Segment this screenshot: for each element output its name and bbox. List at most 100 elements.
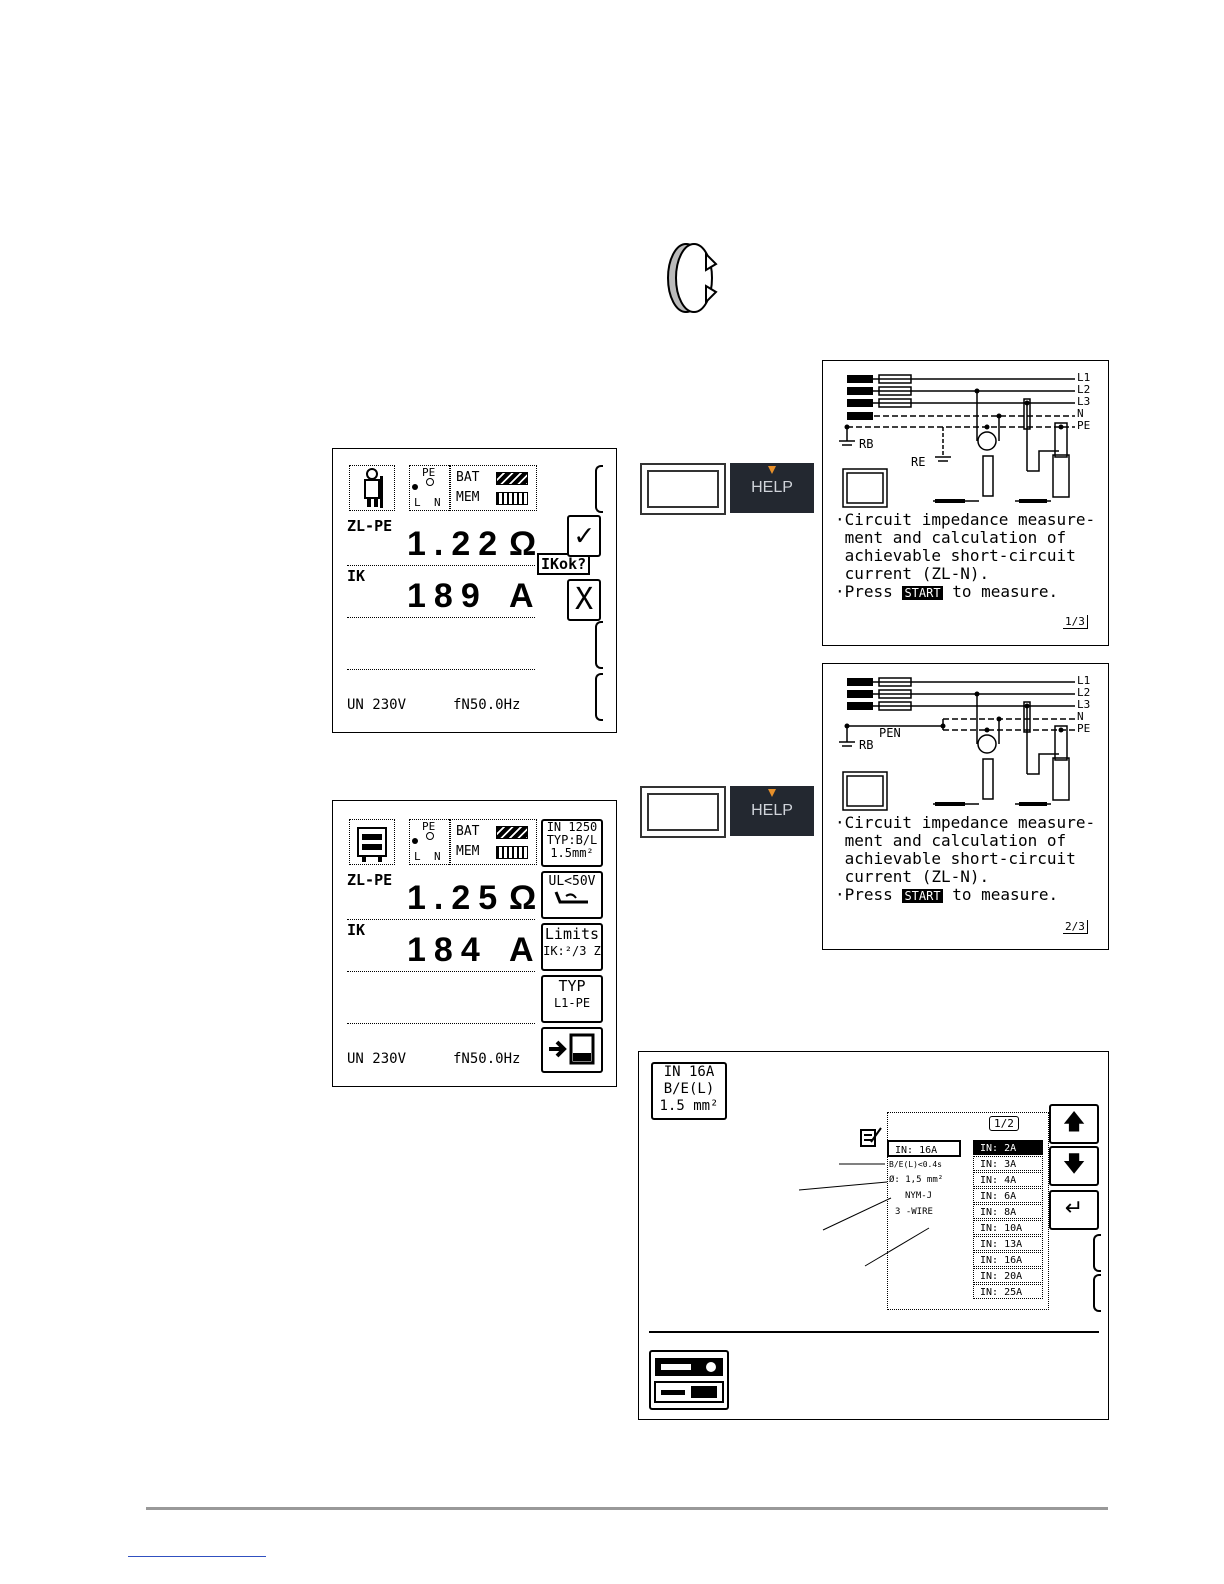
softkey-bracket[interactable]	[1093, 1274, 1101, 1312]
fuse-rating: IN 1250	[546, 820, 598, 834]
help-text-measure: to measure.	[942, 885, 1059, 904]
fuse-selection-panel: IN 16A B/E(L) 1.5 mm² 1/2 IN: 16A B/E(L)…	[638, 1051, 1109, 1420]
l-label: L	[414, 496, 421, 509]
list-item-selected[interactable]: IN: 2A	[973, 1140, 1043, 1155]
ul-limit-label: UL<50V	[548, 874, 596, 889]
battery-icon	[496, 826, 528, 839]
help-arrow-icon	[768, 466, 776, 474]
selection-list-area	[887, 1112, 1049, 1310]
start-key-label: START	[902, 586, 943, 600]
list-item[interactable]: IN: 8A	[973, 1204, 1043, 1219]
separator	[347, 919, 535, 920]
re-label: RE	[911, 455, 926, 469]
nominal-voltage: UN 230V	[347, 697, 407, 713]
battery-icon	[496, 472, 528, 485]
pe-label: PE	[422, 820, 436, 833]
list-item[interactable]: IN: 16A	[973, 1252, 1043, 1267]
ikok-label: IKok?	[541, 555, 587, 573]
mem-label: MEM	[456, 844, 480, 859]
help-text-press: ·Press	[835, 582, 903, 601]
list-item[interactable]: IN: 6A	[973, 1188, 1043, 1203]
reject-button[interactable]: X	[567, 579, 601, 621]
nominal-voltage: UN 230V	[347, 1051, 407, 1067]
help-key-2[interactable]: HELP	[730, 786, 814, 836]
memory-icon	[496, 846, 528, 859]
zlpe-label: ZL-PE	[347, 871, 393, 889]
list-item[interactable]: IN: 20A	[973, 1268, 1043, 1283]
fuse-type: TYP:B/L	[546, 833, 598, 847]
current-cable-type: NYM-J	[905, 1191, 933, 1201]
softkey-bracket-1[interactable]	[595, 465, 603, 513]
list-item[interactable]: IN: 13A	[973, 1236, 1043, 1251]
ik-label: IK	[347, 567, 366, 585]
current-wire-count: 3 -WIRE	[895, 1207, 933, 1217]
help-text-line-4: current (ZL-N).	[835, 867, 990, 886]
fuse-type-button[interactable]: IN 1250 TYP:B/L 1.5mm²	[541, 819, 603, 867]
softkey-bracket-3[interactable]	[595, 621, 603, 669]
list-item[interactable]: IN: 4A	[973, 1172, 1043, 1187]
list-item[interactable]: IN: 3A	[973, 1156, 1043, 1171]
l1-label: L1	[1077, 674, 1091, 687]
separator	[347, 971, 535, 972]
circuit-diagram-tn-c	[839, 677, 1075, 811]
current-fuse-type: B/E(L)<0.4s	[889, 1160, 942, 1169]
test-type-label: TYP	[558, 977, 586, 995]
l3-label: L3	[1077, 395, 1091, 408]
key-button-1[interactable]	[640, 463, 726, 515]
arrow-down-icon: 🡇	[1062, 1152, 1086, 1177]
rb-label: RB	[859, 437, 874, 451]
store-arrow-icon	[549, 1033, 595, 1065]
limits-label: Limits	[544, 925, 600, 943]
fuse-parameter-button[interactable]: IN 16A B/E(L) 1.5 mm²	[651, 1062, 727, 1120]
help-text-line-4: current (ZL-N).	[835, 564, 990, 583]
separator	[347, 1023, 535, 1024]
connection-circle-icon	[426, 478, 434, 486]
connection-icon-box: PE L N	[409, 819, 451, 865]
softkey-bracket-4[interactable]	[595, 673, 603, 721]
n-label: N	[434, 496, 441, 509]
help-key-1[interactable]: HELP	[730, 463, 814, 513]
help-key-label: HELP	[751, 802, 793, 819]
rb-label: RB	[859, 738, 874, 752]
help-text-line-5: ·Press START to measure.	[835, 583, 1058, 602]
start-key-label: START	[902, 889, 943, 903]
person-test-icon	[364, 468, 383, 508]
save-to-memory-button[interactable]	[541, 1027, 603, 1073]
rotary-switch-icon	[667, 243, 718, 313]
check-icon: ✓	[574, 518, 594, 553]
waveform-icon	[554, 891, 588, 904]
connection-circle-icon	[426, 832, 434, 840]
zlpe-unit: Ω	[509, 879, 545, 917]
key-button-2[interactable]	[640, 786, 726, 838]
list-item[interactable]: IN: 25A	[973, 1284, 1043, 1299]
ul-limit-button[interactable]: UL<50V	[541, 871, 603, 919]
measurement-screen-1: PE L N BAT MEM ZL-PE 1.22 Ω IK 189 A UN …	[332, 448, 617, 733]
help-text-measure: to measure.	[942, 582, 1059, 601]
test-type-button[interactable]: TYP L1-PE	[541, 975, 603, 1023]
help-key-label: HELP	[751, 479, 793, 496]
enter-button[interactable]: ↵	[1049, 1190, 1099, 1230]
rcd-device-icon	[357, 827, 387, 862]
pe-label: PE	[422, 466, 436, 479]
connection-dot-icon	[412, 484, 418, 490]
nominal-frequency: fN50.0Hz	[453, 697, 521, 713]
page-indicator: 1/2	[989, 1116, 1019, 1131]
help-page-1: L1 L2 L3 N PE RB RE ·Circuit impedance m…	[822, 360, 1109, 646]
ik-unit: A	[509, 931, 542, 969]
separator	[347, 617, 535, 618]
limits-button[interactable]: Limits IK:²/3 Z	[541, 923, 603, 971]
confirm-button[interactable]: ✓	[567, 515, 601, 557]
page-indicator: 2/3	[1063, 920, 1088, 934]
ik-value: 189	[407, 577, 488, 615]
softkey-bracket[interactable]	[1093, 1234, 1101, 1272]
x-icon: X	[574, 582, 594, 617]
n-label: N	[434, 850, 441, 863]
callout-lines	[649, 1163, 1099, 1333]
ik-value: 184	[407, 931, 488, 969]
probe-mode-button[interactable]	[649, 1350, 729, 1410]
scroll-up-button[interactable]: 🡅	[1049, 1104, 1099, 1144]
bat-label: BAT	[456, 470, 480, 485]
list-item[interactable]: IN: 10A	[973, 1220, 1043, 1235]
scroll-down-button[interactable]: 🡇	[1049, 1146, 1099, 1186]
limits-value: IK:²/3 Z	[543, 944, 601, 958]
